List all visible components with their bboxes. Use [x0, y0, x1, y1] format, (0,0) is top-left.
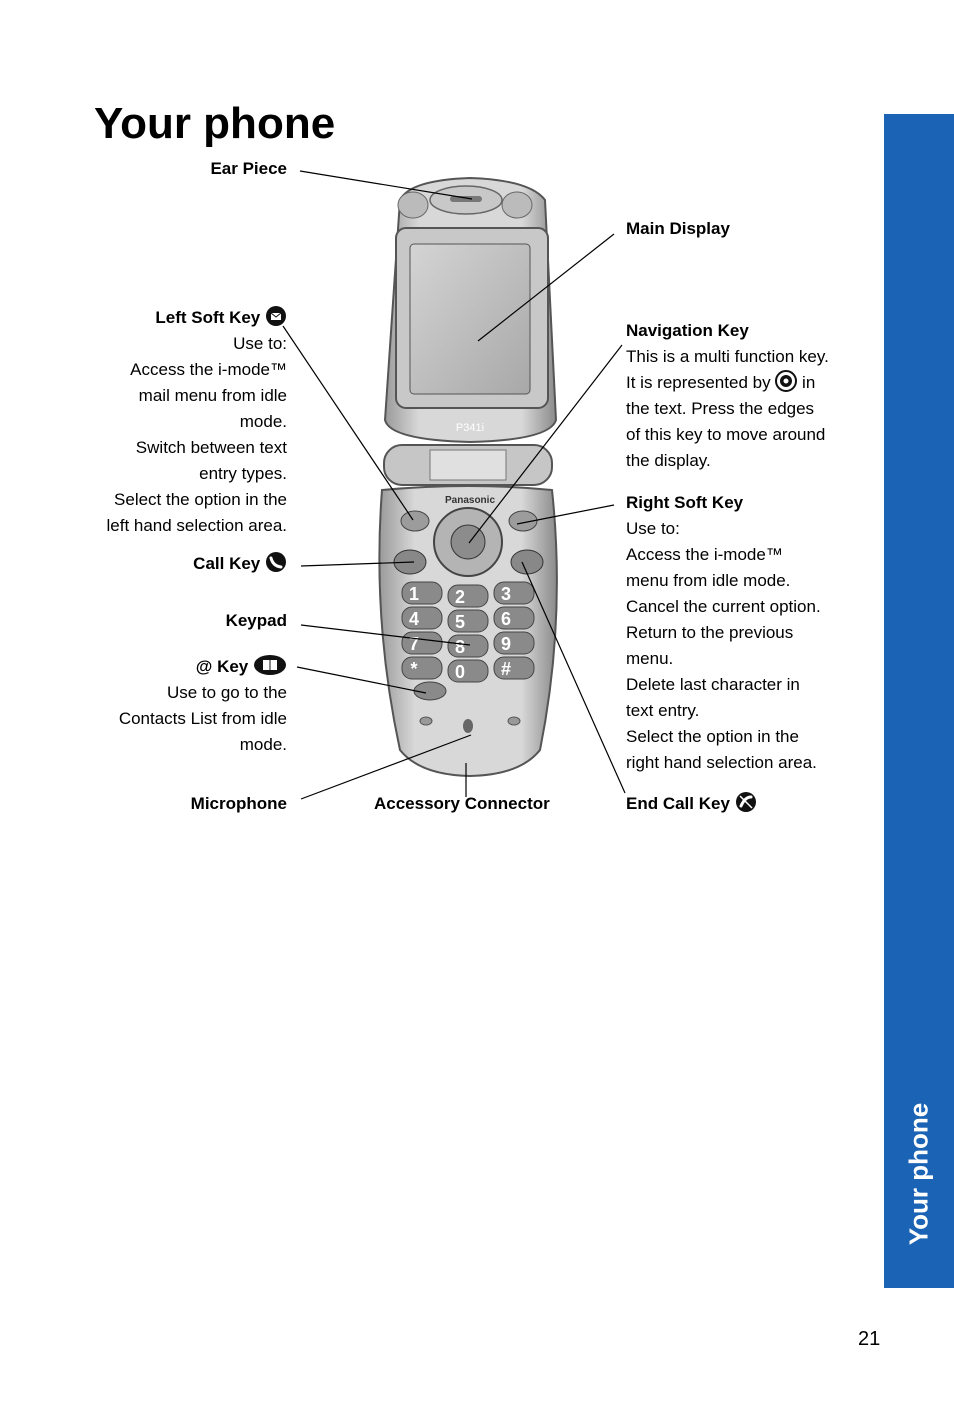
label-at-key: @ Key Use to go to the Contacts List fro… [119, 654, 287, 758]
key-0: 0 [455, 662, 465, 682]
end-call-key [510, 549, 544, 575]
key-3: 3 [501, 584, 511, 604]
label-left-soft-key: Left Soft Key Use to: Access the i-mode™… [106, 305, 287, 539]
label-main-display: Main Display [626, 219, 730, 238]
main-display [409, 243, 531, 395]
key-4: 4 [409, 609, 419, 629]
microphone [463, 719, 473, 733]
phone-illustration: P341i Panasonic 1 2 [282, 170, 626, 800]
label-accessory-connector: Accessory Connector [374, 794, 550, 813]
key-1: 1 [409, 584, 419, 604]
key-star: * [410, 659, 417, 679]
key-7: 7 [409, 634, 419, 654]
side-tab: Your phone [884, 114, 954, 1288]
call-icon [266, 552, 286, 572]
phone-flip: P341i [383, 176, 558, 444]
page-title: Your phone [94, 99, 336, 148]
label-navigation-key: Navigation Key This is a multi function … [626, 321, 829, 470]
leader-lines [282, 170, 626, 800]
key-6: 6 [501, 609, 511, 629]
label-ear-piece: Ear Piece [210, 159, 287, 178]
key-8: 8 [455, 637, 465, 657]
model-label: P341i [456, 422, 484, 434]
key-2: 2 [455, 587, 465, 607]
end-call-icon [735, 792, 756, 812]
page-number: 21 [858, 1328, 881, 1350]
mail-icon [266, 306, 286, 326]
key-hash: # [501, 659, 511, 679]
brand-label: Panasonic [445, 495, 495, 506]
key-9: 9 [501, 634, 511, 654]
label-keypad: Keypad [225, 611, 287, 630]
contacts-icon [254, 655, 286, 675]
phone-base: Panasonic 1 2 3 4 5 6 [378, 485, 558, 778]
navigation-icon [775, 370, 798, 392]
right-soft-key [508, 510, 538, 532]
side-tab-label: Your phone [903, 1102, 934, 1246]
left-soft-key [400, 510, 430, 532]
label-microphone: Microphone [190, 794, 287, 813]
label-right-soft-key: Right Soft Key Use to: Access the i-mode… [626, 493, 821, 772]
label-end-call-key: End Call Key [626, 791, 757, 817]
label-call-key: Call Key [193, 551, 287, 577]
key-5: 5 [455, 612, 465, 632]
keypad: 1 2 3 4 5 6 7 8 9 * 0 # [401, 581, 535, 683]
